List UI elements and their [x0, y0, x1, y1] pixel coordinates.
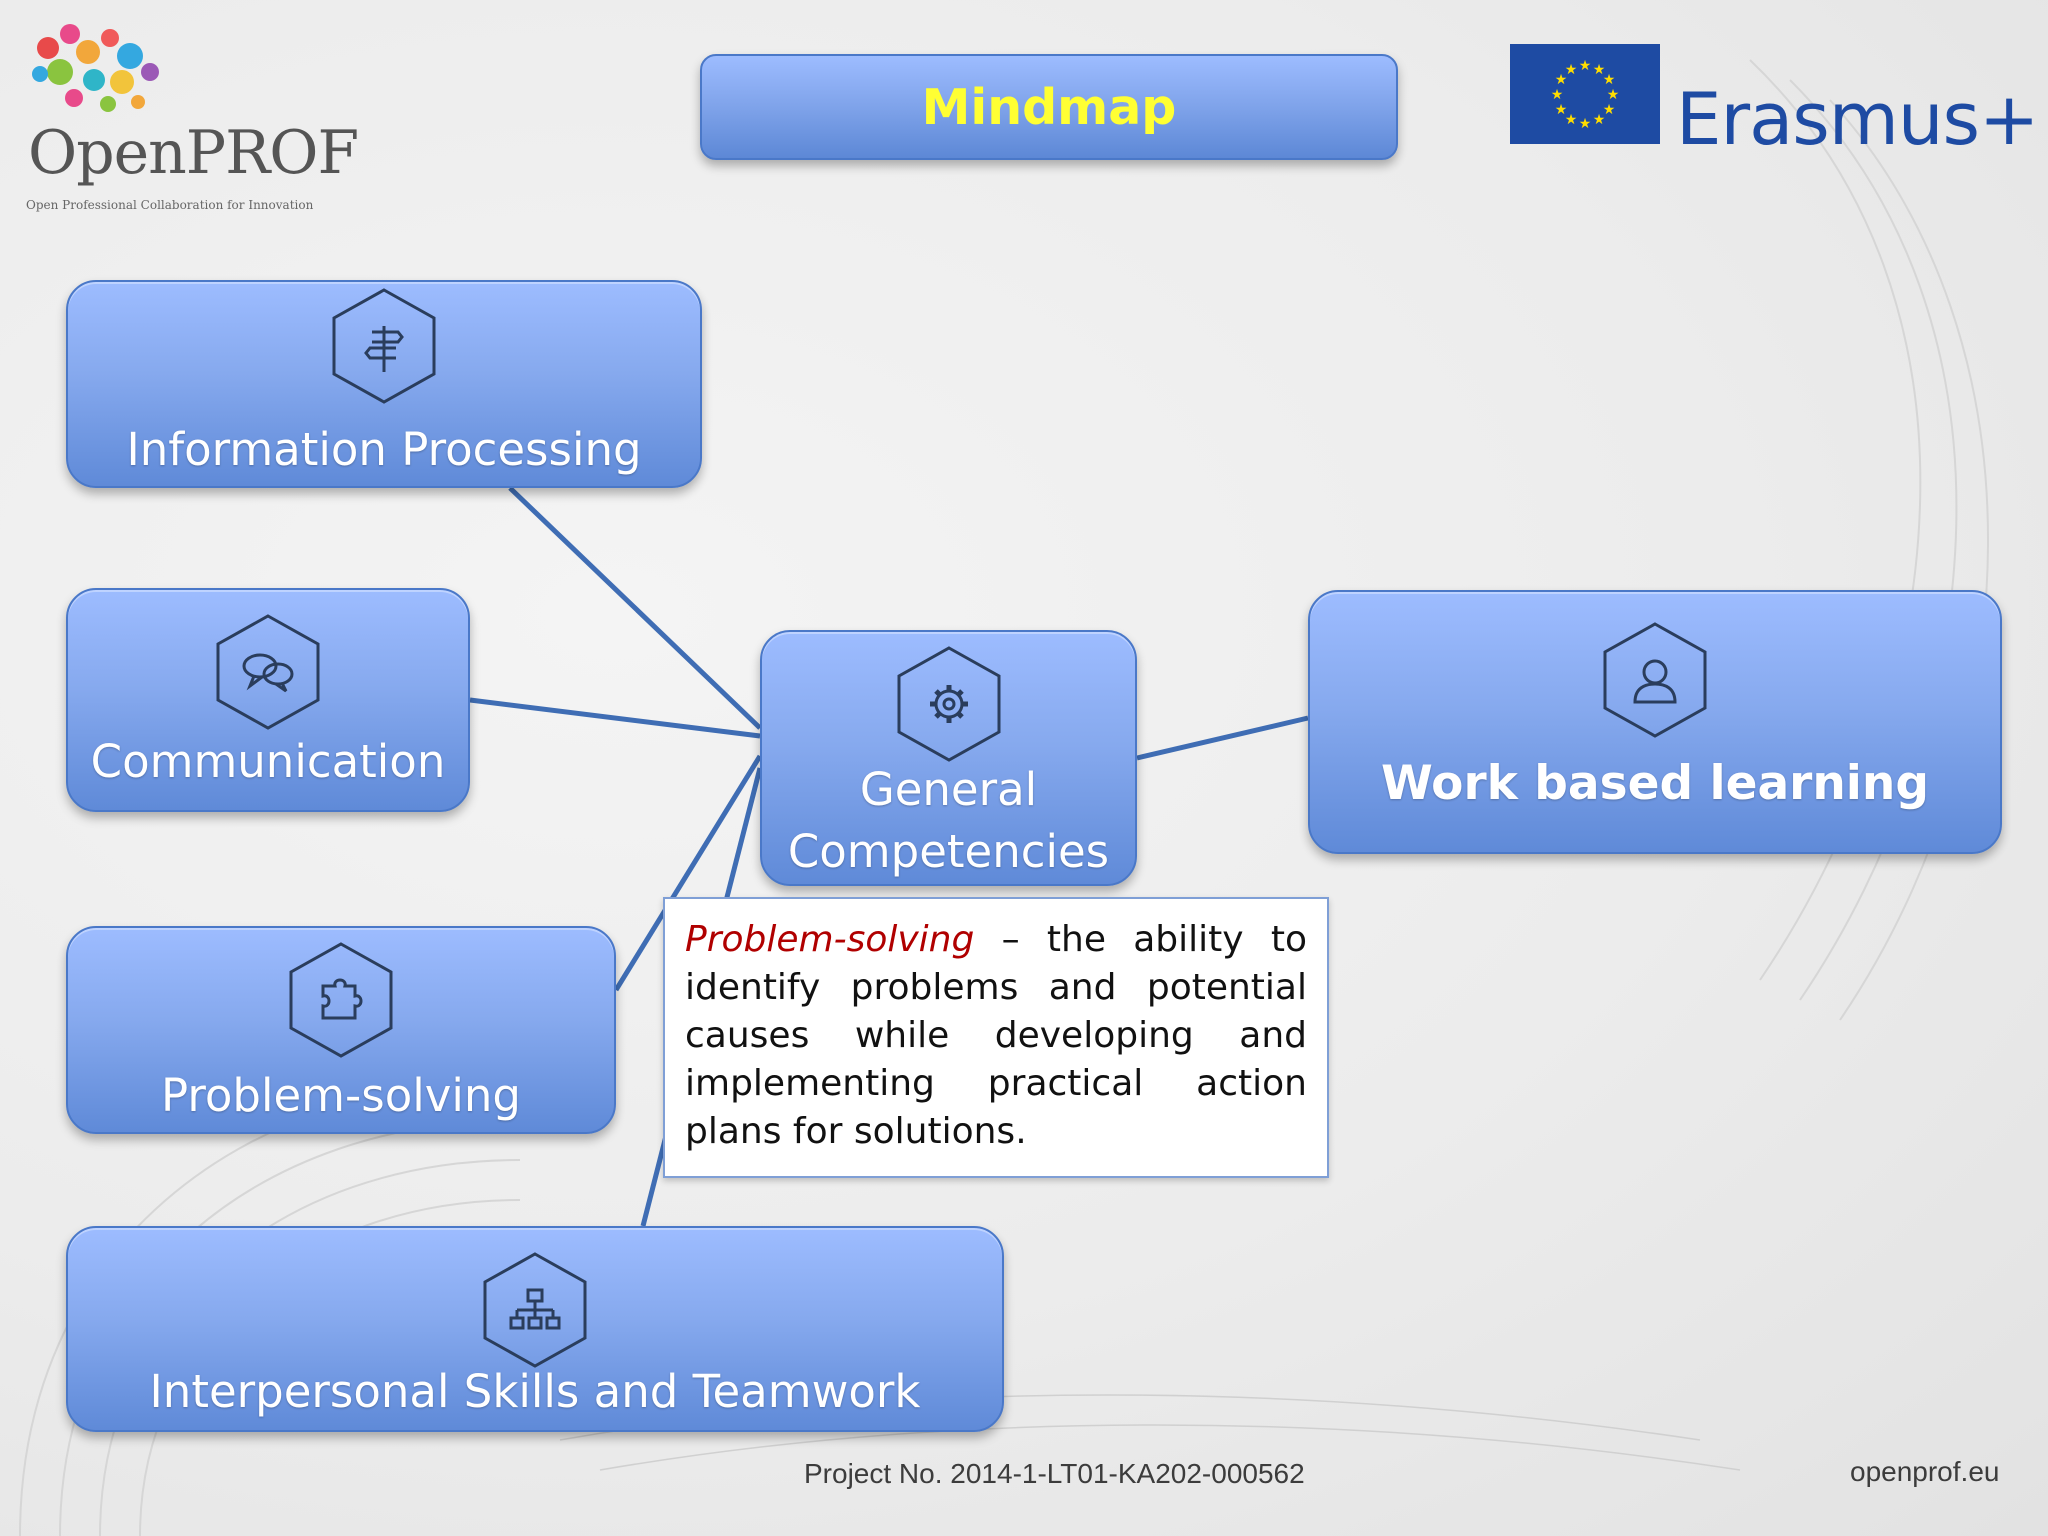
node-general-competencies: General Competencies	[760, 630, 1137, 886]
svg-text:★: ★	[1555, 72, 1568, 88]
openprof-logo: OpenPROF Open Professional Collaboration…	[10, 8, 359, 212]
definition-text: – the ability to identify problems and p…	[685, 919, 1307, 1152]
node-label: Problem-solving	[161, 1069, 521, 1122]
logo-bubbles-icon	[32, 24, 159, 112]
svg-text:★: ★	[1555, 102, 1568, 118]
node-label-line2: Competencies	[787, 825, 1110, 878]
hierarchy-icon	[483, 1252, 587, 1368]
svg-text:★: ★	[1579, 116, 1592, 132]
connector-problem-solving	[613, 754, 763, 992]
node-label: Communication	[90, 735, 446, 788]
node-problem-solving: Problem-solving	[66, 926, 616, 1134]
node-interpersonal-skills: Interpersonal Skills and Teamwork	[66, 1226, 1004, 1432]
node-label: Information Processing	[126, 423, 642, 476]
svg-text:★: ★	[1579, 58, 1592, 74]
node-label: Work based learning	[1380, 756, 1930, 811]
footer-project-number: Project No. 2014-1-LT01-KA202-000562	[804, 1458, 1305, 1489]
svg-text:★: ★	[1607, 87, 1620, 103]
title-bar: Mindmap	[700, 54, 1398, 160]
node-information-processing: Information Processing	[66, 280, 702, 488]
svg-text:★: ★	[1593, 112, 1606, 128]
puzzle-icon	[289, 942, 393, 1058]
definition-term: Problem-solving	[685, 919, 975, 960]
gear-icon	[897, 646, 1000, 762]
svg-text:★: ★	[1565, 112, 1578, 128]
connector-information-processing	[508, 486, 762, 730]
signpost-icon	[332, 288, 436, 404]
node-label: Interpersonal Skills and Teamwork	[149, 1365, 921, 1418]
svg-text:★: ★	[1603, 72, 1616, 88]
svg-text:★: ★	[1593, 62, 1606, 78]
logo-tagline: Open Professional Collaboration for Inno…	[26, 198, 314, 212]
node-label-line1: General	[859, 763, 1038, 816]
svg-text:★: ★	[1551, 87, 1564, 103]
node-work-based-learning: Work based learning	[1308, 590, 2002, 854]
svg-text:★: ★	[1603, 102, 1616, 118]
logo-name: OpenPROF	[28, 118, 359, 188]
connector-communication	[469, 697, 761, 739]
node-communication: Communication	[66, 588, 470, 812]
svg-text:★: ★	[1565, 62, 1578, 78]
user-icon	[1603, 622, 1707, 738]
slide-title: Mindmap	[921, 79, 1177, 136]
connector-work-based	[1136, 715, 1309, 761]
eu-flag-icon: ★ ★ ★ ★ ★ ★ ★ ★ ★ ★ ★ ★	[1510, 44, 1660, 144]
erasmus-logo-text: Erasmus+	[1676, 77, 2039, 161]
definition-box: Problem-solving – the ability to identif…	[663, 897, 1329, 1178]
speech-bubbles-icon	[216, 614, 320, 730]
footer-website: openprof.eu	[1850, 1456, 2000, 1487]
